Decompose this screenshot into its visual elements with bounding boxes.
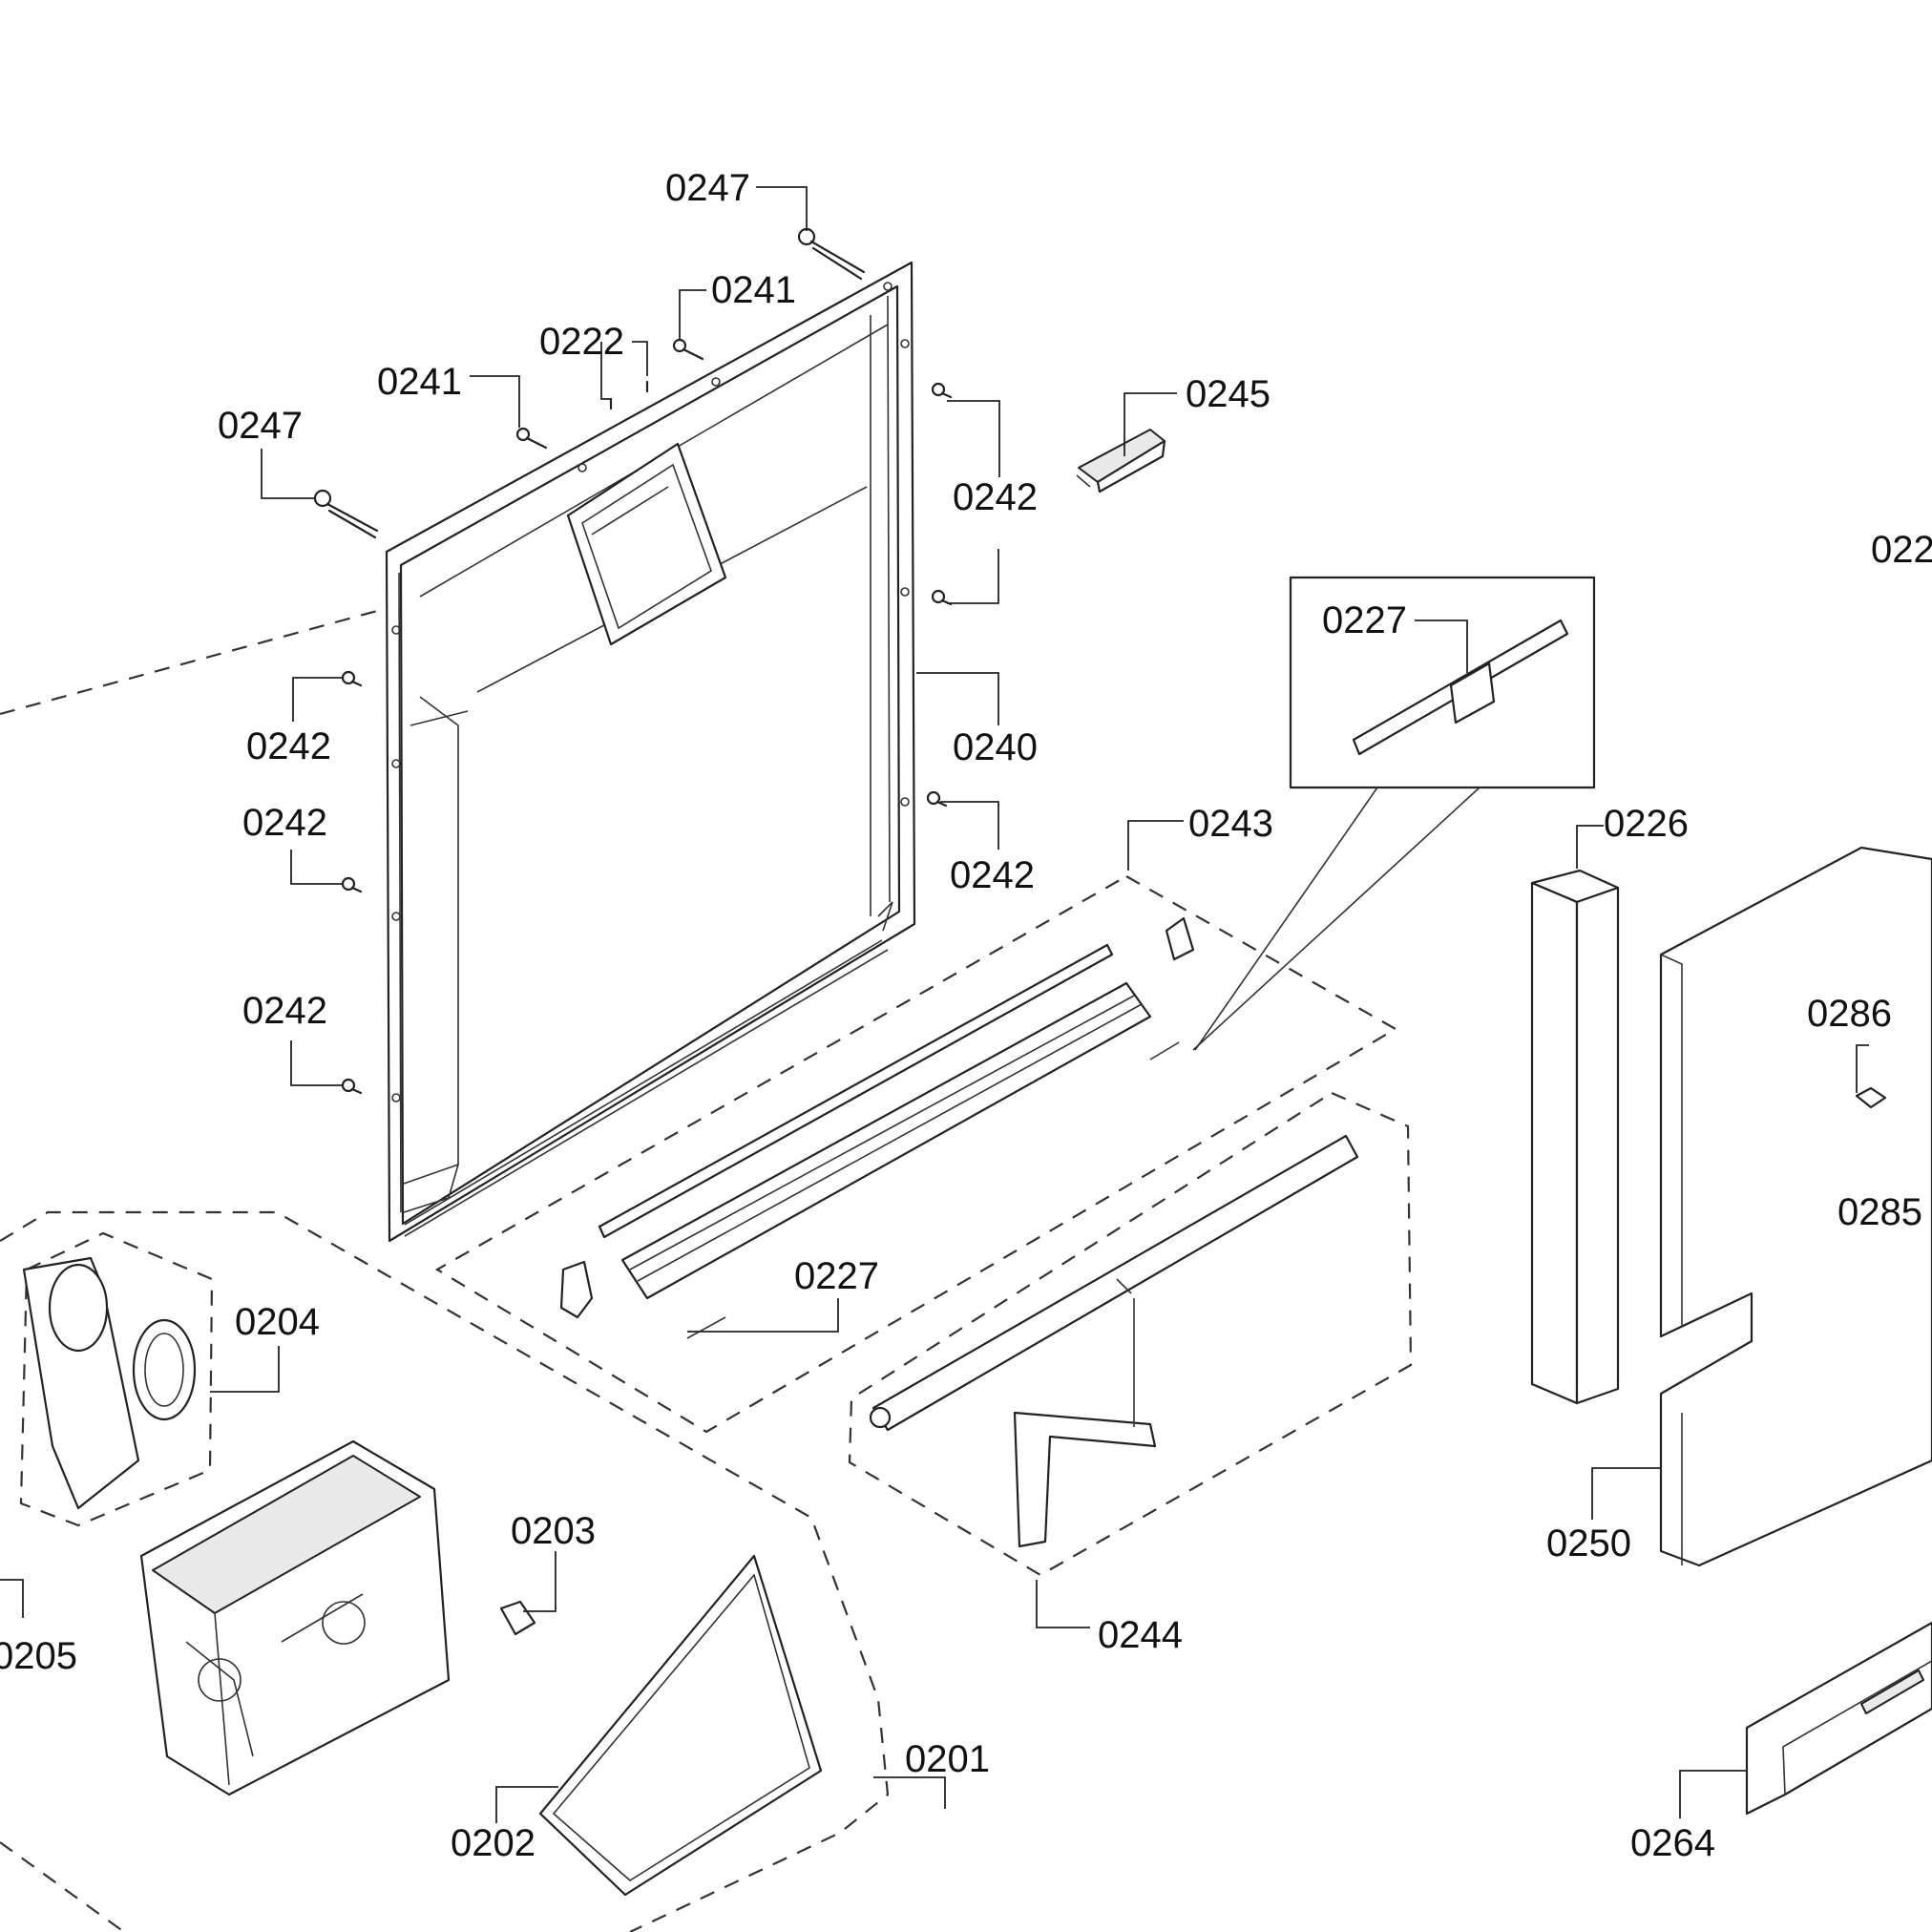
callout-0250: 0250 <box>1546 1522 1631 1564</box>
callout-0242-left-upper: 0242 <box>246 725 331 767</box>
callout-0201: 0201 <box>905 1738 990 1780</box>
callout-0241-left: 0241 <box>377 361 462 403</box>
projection-line <box>0 609 378 716</box>
hinge-clip-0245 <box>1076 429 1166 494</box>
callout-0203: 0203 <box>511 1510 596 1552</box>
callout-0242-right-lower: 0242 <box>950 854 1035 896</box>
detail-inset-0227 <box>1192 576 1596 1051</box>
screw-0247-top <box>797 227 866 281</box>
callout-0242-left-middle: 0242 <box>242 802 327 844</box>
callout-022-partial: 022 <box>1871 529 1932 571</box>
leader-lines <box>0 186 1869 1823</box>
inner-door-panel <box>385 261 916 1243</box>
callout-0227-inset: 0227 <box>1322 599 1407 641</box>
callout-0247-left: 0247 <box>218 405 303 447</box>
callout-0202: 0202 <box>451 1822 536 1864</box>
callout-0242-left-lower: 0242 <box>242 990 327 1032</box>
door-rail-group-0243 <box>434 874 1398 1434</box>
callout-0285: 0285 <box>1838 1191 1922 1233</box>
callout-0247-top: 0247 <box>665 167 750 209</box>
callout-0227-lower: 0227 <box>794 1255 879 1297</box>
control-module-group-0201 <box>0 1210 890 1932</box>
screw-0241-left <box>515 427 548 450</box>
insulation-strip-0226 <box>1530 869 1620 1405</box>
screws-0242 <box>341 382 953 1095</box>
callout-0240: 0240 <box>953 726 1038 768</box>
callout-0286: 0286 <box>1807 993 1892 1035</box>
callout-0204: 0204 <box>235 1301 320 1343</box>
handle-bar-group-0244 <box>848 1091 1413 1577</box>
bottom-trim-0264 <box>1745 1621 1932 1816</box>
callout-0226: 0226 <box>1604 803 1689 845</box>
callout-0222: 0222 <box>539 321 624 363</box>
callout-0243: 0243 <box>1188 803 1273 845</box>
callout-0245: 0245 <box>1186 373 1270 415</box>
callout-0241-top: 0241 <box>711 269 796 311</box>
outer-door-panel-0250 <box>1659 846 1932 1567</box>
callout-0242-right-upper: 0242 <box>953 476 1038 518</box>
screw-0247-left <box>313 489 379 539</box>
callout-0264: 0264 <box>1630 1822 1715 1864</box>
callout-0205: 0205 <box>0 1635 77 1677</box>
callout-0244: 0244 <box>1098 1614 1183 1656</box>
pin-0222 <box>609 380 649 410</box>
screw-0241-right <box>672 338 704 361</box>
